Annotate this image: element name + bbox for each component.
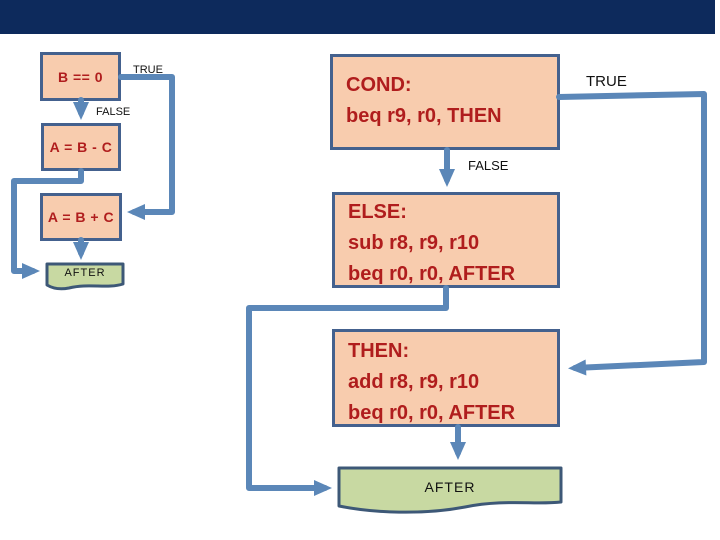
header-bar [0,0,715,34]
right-then-line3: beq r0, r0, AFTER [348,402,516,424]
right-cond-title: COND: [346,74,412,96]
right-else-title: ELSE: [348,201,407,223]
left-cond-label: B == 0 [57,68,104,85]
right-after-box: AFTER [337,466,563,520]
left-true-arrow [118,74,175,220]
left-after-label: AFTER [64,267,106,279]
left-true-label: TRUE [133,64,163,76]
right-then-line2: add r8, r9, r10 [348,371,480,393]
right-true-label: TRUE [586,73,627,90]
left-add-box: A = B + C [40,193,122,241]
left-cond-box: B == 0 [40,52,121,101]
right-false-label: FALSE [468,158,509,173]
right-cond-line2: beq r9, r0, THEN [346,105,502,127]
right-else-line3: beq r0, r0, AFTER [348,263,516,285]
right-then-title: THEN: [348,340,410,362]
left-add-label: A = B + C [47,209,115,225]
right-after-label: AFTER [424,479,476,495]
right-else-line2: sub r8, r9, r10 [348,232,480,254]
right-cond-box: COND: beq r9, r0, THEN [330,54,560,150]
right-else-box: ELSE: sub r8, r9, r10 beq r0, r0, AFTER [332,192,560,288]
right-then-box: THEN: add r8, r9, r10 beq r0, r0, AFTER [332,329,560,427]
left-sub-label: A = B - C [49,139,113,155]
left-after-box: AFTER [45,262,125,294]
right-true-arrow [556,91,707,376]
left-sub-box: A = B - C [41,123,121,171]
left-false-label: FALSE [96,106,131,118]
